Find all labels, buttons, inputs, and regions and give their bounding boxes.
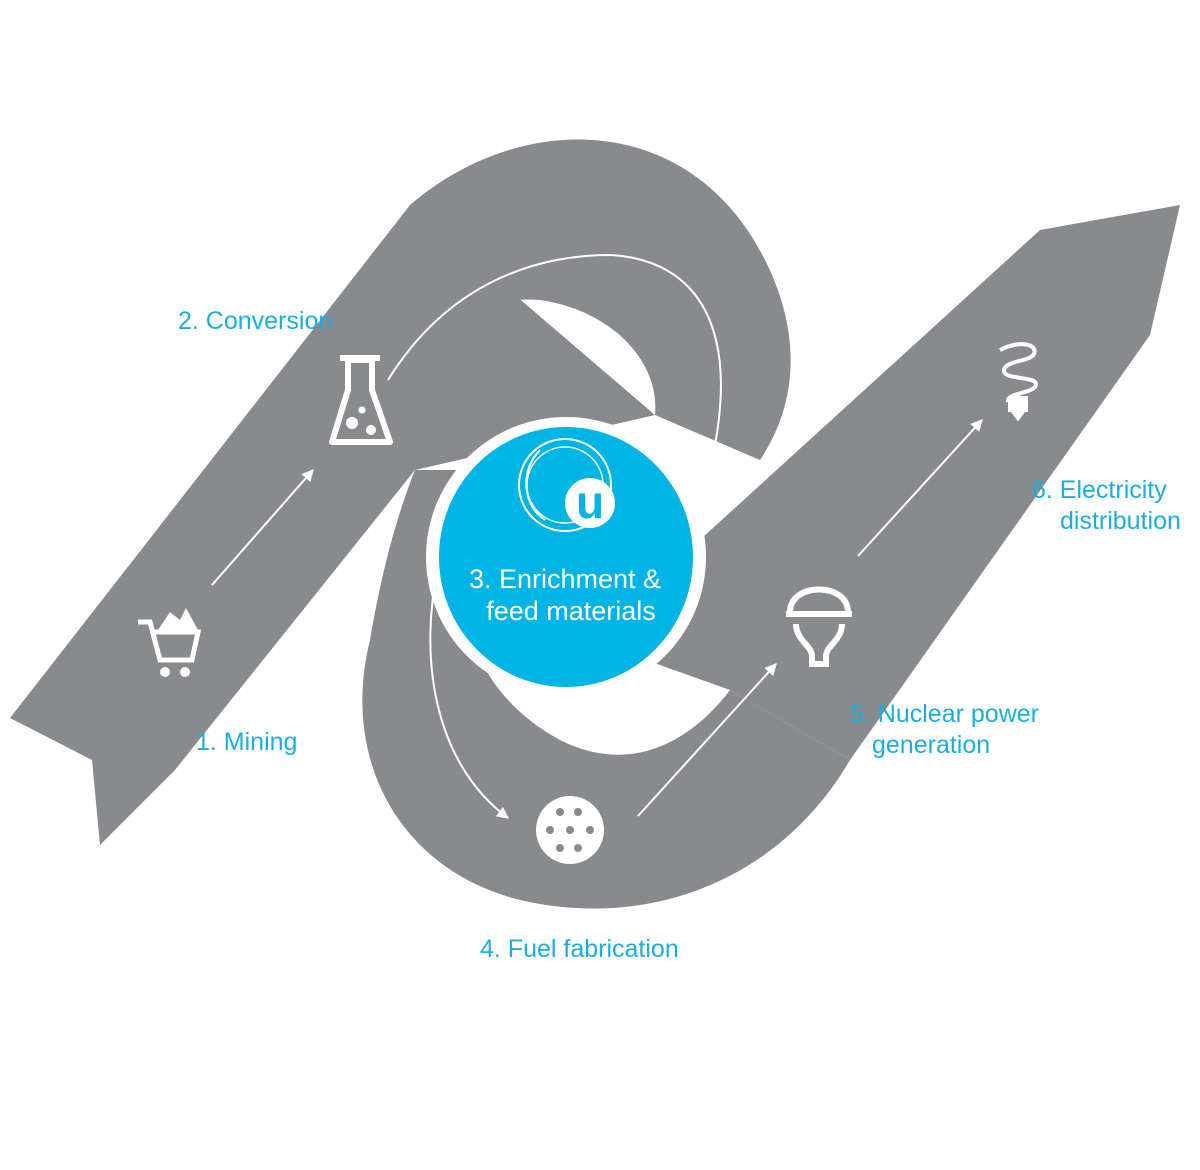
light-bulb-icon [999,342,1039,422]
arrow-conversion-to-enrichment [387,253,722,462]
uranium-logo-icon: u [518,438,615,532]
fuel-pellet-icon [536,796,604,864]
flask-icon [329,355,393,445]
arrow-generation-to-distribution [857,419,983,557]
step-label-conversion: 2. Conversion [178,307,332,335]
enrichment-circle: u 3. Enrichment & feed materials [426,417,706,697]
step-label-nuclear-power-line1: 5. Nuclear power [850,700,1039,728]
step-label-electricity-line2: distribution [1060,507,1181,535]
arrow-mining-to-conversion [211,469,314,586]
enrichment-label-line2: feed materials [486,596,656,626]
road-band [10,139,1180,909]
flow-arrows [211,253,983,819]
mine-cart-icon [138,608,202,677]
step-label-fuel-fabrication: 4. Fuel fabrication [480,935,679,963]
step-label-nuclear-power-line2: generation [872,731,990,759]
enrichment-label-line1: 3. Enrichment & [469,564,661,594]
step-label-mining: 1. Mining [196,728,297,756]
arrow-enrichment-to-fabrication [429,567,509,819]
step-label-electricity-line1: 6. Electricity [1032,476,1167,504]
reactor-icon [786,586,852,667]
arrow-fabrication-to-generation [637,663,777,817]
logo-letter: u [576,476,604,528]
